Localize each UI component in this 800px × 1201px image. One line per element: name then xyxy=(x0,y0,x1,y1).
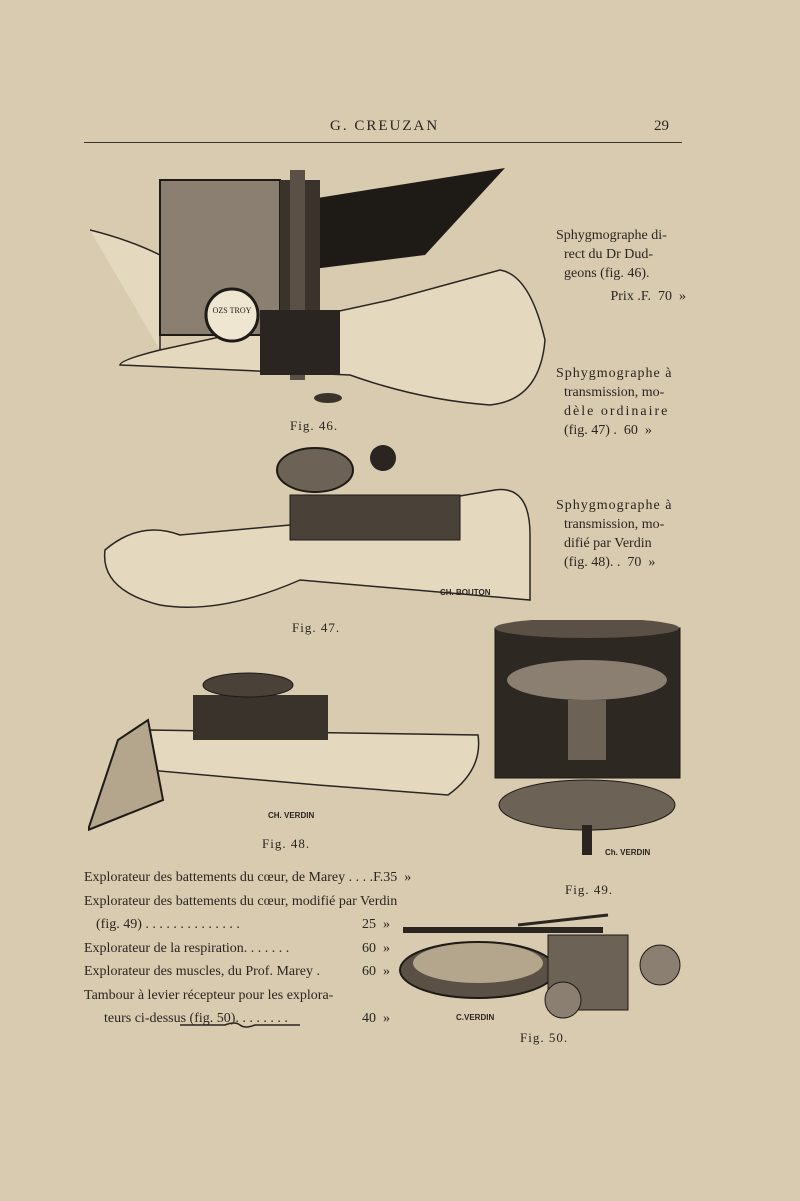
page-number: 29 xyxy=(654,118,669,134)
price-list-row: Explorateur de la respiration. . . . . .… xyxy=(84,937,414,961)
figure-46-caption: Fig. 46. xyxy=(290,418,339,433)
entry-price: (fig. 48). . 70 » xyxy=(564,555,656,570)
item-price: 60 » xyxy=(362,940,390,956)
item-text: Explorateur des battements du cœur, modi… xyxy=(84,893,398,909)
entry-line: transmission, mo- xyxy=(564,517,665,532)
figure-50-signature: C.VERDIN xyxy=(456,1013,494,1022)
figure-50-caption: Fig. 50. xyxy=(520,1030,569,1045)
figure-48-signature: CH. VERDIN xyxy=(268,811,314,820)
figure-49-signature: Ch. VERDIN xyxy=(605,848,651,857)
entry-line: Sphygmographe à xyxy=(556,366,673,381)
item-text: Tambour à levier récepteur pour les expl… xyxy=(84,987,334,1003)
price-list-row: Tambour à levier récepteur pour les expl… xyxy=(84,984,414,1008)
item-text: teurs ci-dessus (fig. 50). . . . . . . . xyxy=(104,1011,288,1026)
entry-line: rect du Dr Dud- xyxy=(564,247,654,262)
sidebar-entry-fig48: Sphygmographe à transmission, mo- difié … xyxy=(556,496,686,572)
price-list-row: Explorateur des muscles, du Prof. Marey … xyxy=(84,960,414,984)
item-text: Explorateur de la respiration. . . . . .… xyxy=(84,940,290,956)
item-text: Explorateur des muscles, du Prof. Marey … xyxy=(84,964,320,979)
entry-price: Prix .F. 70 » xyxy=(610,289,686,304)
entry-line: Sphygmographe di- xyxy=(556,228,667,243)
entry-line: difié par Verdin xyxy=(564,536,652,551)
item-price: 60 » xyxy=(362,964,390,979)
header-rule xyxy=(84,142,682,143)
price-list-row: Explorateur des battements du cœur, de M… xyxy=(84,866,414,890)
entry-line: dèle ordinaire xyxy=(564,404,670,419)
item-price: 25 » xyxy=(362,917,390,932)
entry-line: Sphygmographe à xyxy=(556,498,673,513)
sidebar-entry-fig46: Sphygmographe di- rect du Dr Dud- geons … xyxy=(556,226,686,306)
figure-48-caption: Fig. 48. xyxy=(262,836,311,851)
price-list-row: (fig. 49) . . . . . . . . . . . . . . 25 … xyxy=(84,913,414,937)
item-text: (fig. 49) . . . . . . . . . . . . . . xyxy=(96,917,240,932)
running-header-author: G. CREUZAN xyxy=(330,118,440,134)
entry-price: (fig. 47) . 60 » xyxy=(564,423,652,438)
figure-47-illustration: CH. BOUTON xyxy=(103,445,531,608)
figure-49-illustration: Ch. VERDIN xyxy=(494,620,681,857)
item-price: 35 » xyxy=(383,870,412,885)
figure-49-caption: Fig. 49. xyxy=(565,882,614,897)
entry-line: geons (fig. 46). xyxy=(564,266,650,281)
figure-50-illustration: C.VERDIN xyxy=(399,913,681,1022)
figure-47-signature: CH. BOUTON xyxy=(440,588,491,597)
price-list-row: teurs ci-dessus (fig. 50). . . . . . . .… xyxy=(84,1007,414,1031)
entry-line: transmission, mo- xyxy=(564,385,665,400)
price-list: Explorateur des battements du cœur, de M… xyxy=(84,866,414,1031)
ornamental-divider xyxy=(180,1022,300,1028)
item-price: 40 » xyxy=(362,1011,390,1026)
sidebar-entry-fig47: Sphygmographe à transmission, mo- dèle o… xyxy=(556,364,686,440)
price-list-row: Explorateur des battements du cœur, modi… xyxy=(84,890,414,914)
figure-46-illustration: OZS TROY xyxy=(90,168,546,406)
item-text: Explorateur des battements du cœur, de M… xyxy=(84,870,384,885)
figure-48-illustration: CH. VERDIN xyxy=(88,672,480,832)
dial-label: OZS TROY xyxy=(213,306,252,315)
figure-47-caption: Fig. 47. xyxy=(292,620,341,635)
